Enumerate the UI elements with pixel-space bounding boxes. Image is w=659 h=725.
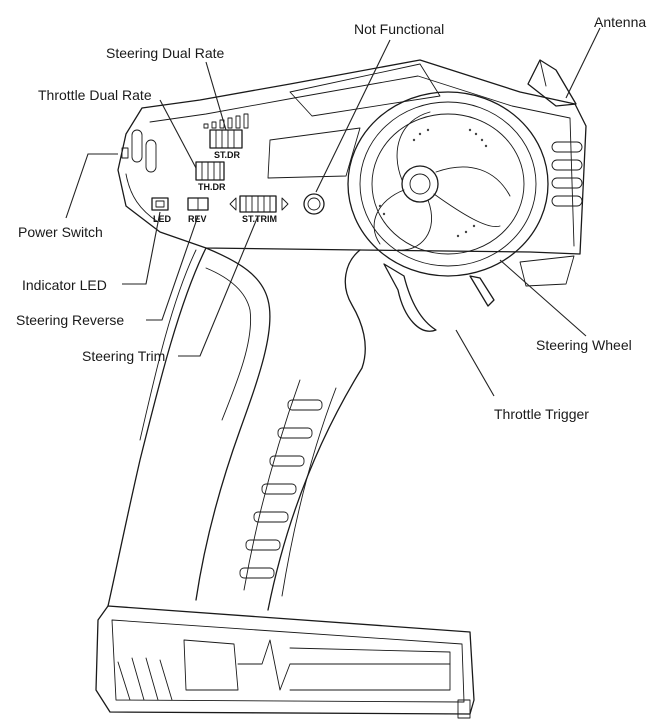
base-battery-box — [95, 605, 475, 719]
upper-body — [117, 59, 587, 287]
callout-not-functional: Not Functional — [354, 21, 444, 37]
callout-labels: Not Functional Antenna Steering Dual Rat… — [16, 14, 646, 422]
antenna — [527, 59, 577, 107]
right-grille — [551, 141, 583, 207]
callout-steering-trim: Steering Trim — [82, 348, 165, 364]
callout-steering-wheel: Steering Wheel — [536, 337, 632, 353]
callout-steering-dual-rate: Steering Dual Rate — [106, 45, 225, 61]
callout-throttle-dual-rate: Throttle Dual Rate — [38, 87, 152, 103]
st-dr-label: ST.DR — [214, 150, 241, 160]
not-functional-button — [303, 193, 325, 215]
handle-grip — [107, 247, 366, 611]
steering-trim-knob[interactable] — [229, 195, 289, 213]
st-trim-label: ST.TRIM — [242, 214, 277, 224]
th-dr-label: TH.DR — [198, 182, 226, 192]
steering-wheel — [347, 91, 549, 277]
control-panel: ST.DR TH.DR LED REV — [121, 113, 325, 224]
throttle-dual-rate-knob[interactable] — [195, 161, 225, 181]
leader-lines — [65, 27, 601, 397]
callout-throttle-trigger: Throttle Trigger — [494, 406, 589, 422]
callout-indicator-led: Indicator LED — [22, 277, 107, 293]
callout-antenna: Antenna — [594, 14, 646, 30]
callout-steering-reverse: Steering Reverse — [16, 312, 124, 328]
grip-ridges — [239, 399, 323, 579]
callout-power-switch: Power Switch — [18, 224, 103, 240]
steering-reverse-switch[interactable] — [187, 197, 209, 211]
steering-dual-rate-knob[interactable] — [209, 129, 243, 149]
led-label: LED — [153, 214, 172, 224]
dual-rate-level-marks — [203, 113, 249, 129]
power-switch[interactable] — [121, 147, 129, 159]
wheel-dots — [378, 128, 488, 238]
indicator-led — [151, 197, 169, 211]
throttle-trigger — [383, 263, 495, 332]
